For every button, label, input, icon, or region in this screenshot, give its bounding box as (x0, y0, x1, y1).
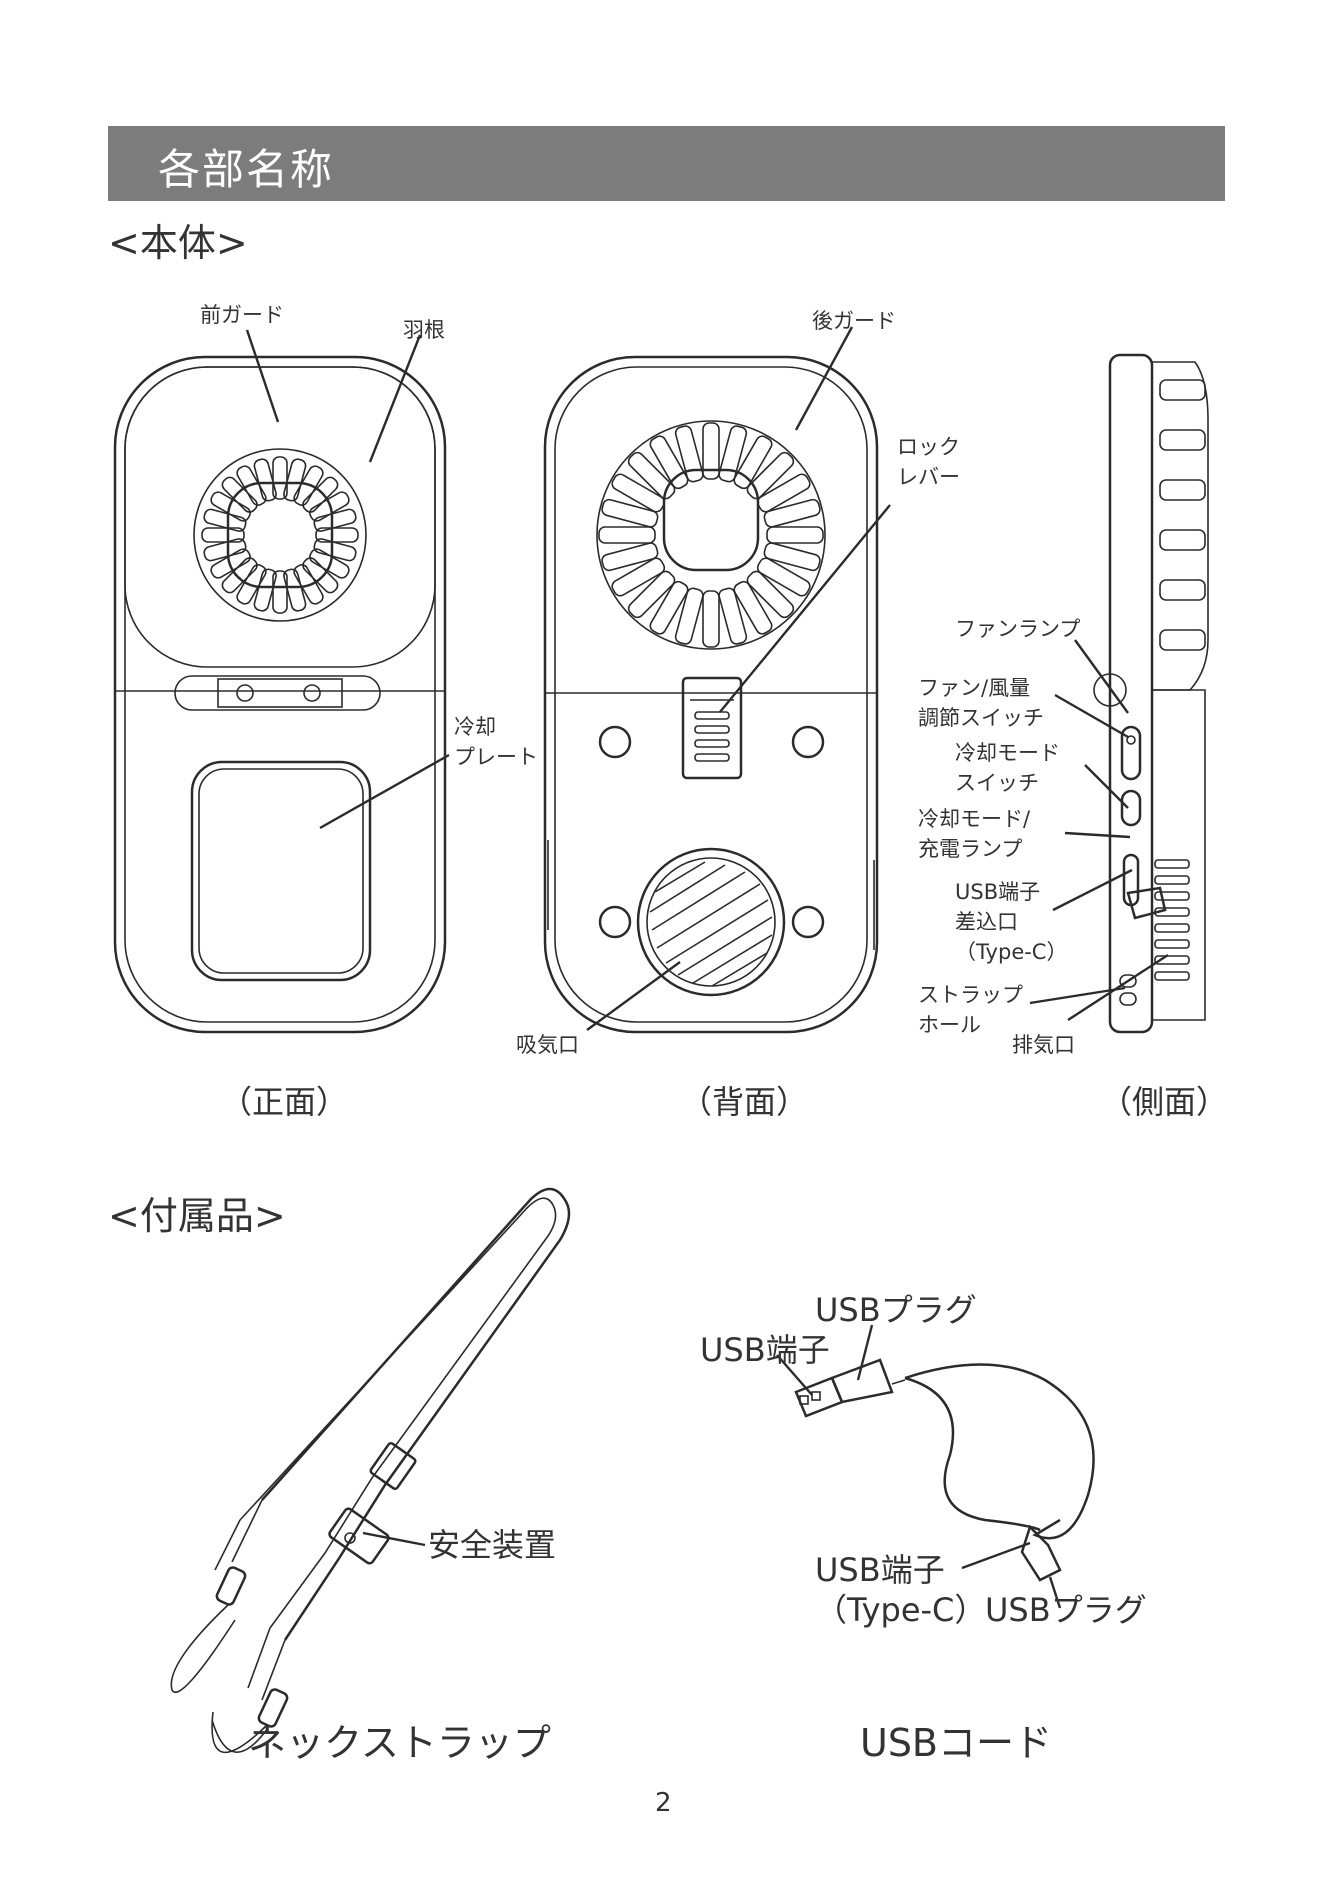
label-cool-lamp: 冷却モード/ 充電ランプ (918, 804, 1030, 864)
label-cool-switch: 冷却モード スイッチ (955, 738, 1060, 798)
label-lock-lever: ロック レバー (897, 432, 960, 492)
caption-usb-cord: USBコード (860, 1712, 1052, 1767)
caption-back-view: （背面） (680, 1077, 808, 1123)
back-view-illustration (545, 357, 877, 1032)
page-number: 2 (655, 1788, 672, 1818)
label-cooling-plate: 冷却 プレート (454, 712, 538, 772)
label-fan-switch: ファン/風量 調節スイッチ (918, 673, 1044, 733)
caption-front-view: （正面） (220, 1077, 348, 1123)
label-usb-terminal-top: USB端子 (700, 1330, 830, 1370)
label-rear-guard: 後ガード (812, 306, 896, 336)
neck-strap-illustration (171, 1189, 569, 1752)
label-usb-plug-top: USBプラグ (815, 1290, 977, 1330)
label-strap-hole: ストラップ ホール (918, 980, 1023, 1040)
label-fan-lamp: ファンランプ (955, 614, 1080, 644)
intake-slats (650, 862, 772, 986)
rear-guard-spokes (599, 423, 823, 647)
label-usb-port: USB端子 差込口 （Type-C） (955, 877, 1067, 967)
label-usb-terminal-typec: USB端子 （Type-C） (815, 1550, 986, 1630)
caption-side-view: （側面） (1100, 1077, 1228, 1123)
side-fan-fins (1160, 380, 1205, 650)
label-exhaust: 排気口 (1012, 1030, 1075, 1060)
label-safety-device: 安全装置 (428, 1525, 556, 1565)
label-usb-plug-bottom: USBプラグ (985, 1590, 1147, 1630)
front-view-illustration (115, 357, 445, 1032)
label-front-guard: 前ガード (200, 300, 284, 330)
label-blade: 羽根 (403, 315, 445, 345)
caption-neck-strap: ネックストラップ (248, 1712, 551, 1767)
exhaust-vents (1155, 860, 1189, 980)
label-intake: 吸気口 (516, 1030, 579, 1060)
front-blade-spokes (202, 457, 358, 613)
side-view-illustration (1094, 355, 1208, 1032)
